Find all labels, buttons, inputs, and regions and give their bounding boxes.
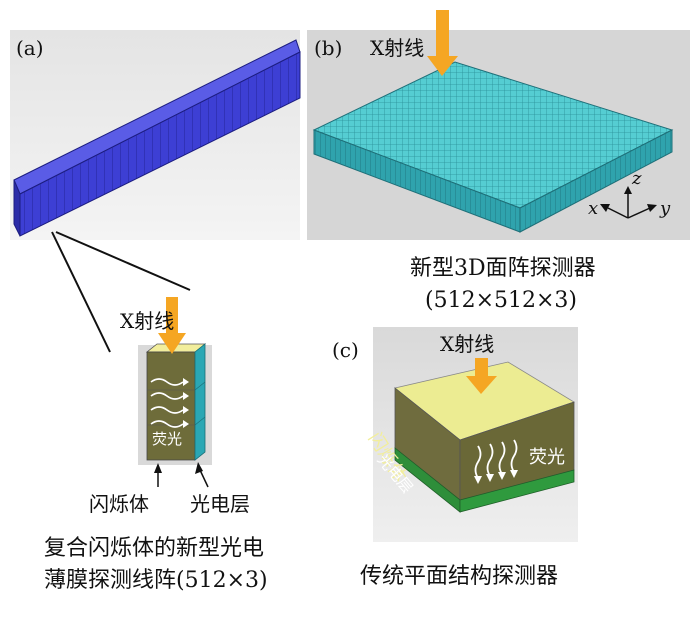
panel-c-label: (c) [332,338,359,362]
panel-b-label: (b) [314,36,343,60]
caption-a-line2: 薄膜探测线阵(512×3) [44,568,268,593]
panel-b [307,10,690,240]
axis-z-label: z [632,168,642,189]
line-array-bar [13,39,301,237]
panel-a [10,30,301,488]
caption-a-line1: 复合闪烁体的新型光电 [44,536,265,561]
caption-c: 传统平面结构探测器 [360,564,559,589]
xray-arrow-b [427,10,458,76]
panel-a-label: (a) [16,36,44,60]
xray-label-b: X射线 [370,36,425,60]
axis-triad [600,186,657,219]
axis-y-label: y [660,198,671,219]
axis-x-label: x [588,198,599,219]
xray-arrow-a [158,297,186,354]
pointer-photoelectric [195,462,209,488]
xray-label-c: X射线 [440,332,495,356]
panel-c [373,327,578,542]
xray-arrow-c [466,358,497,394]
caption-b-line1: 新型3D面阵探测器 [410,256,596,281]
fluorescence-label-c: 荧光 [529,447,565,468]
scintillator-label-a: 闪烁体 [89,492,149,516]
pointer-scintillator [154,463,162,487]
zoom-line-left [51,231,111,353]
xray-label-a: X射线 [120,309,175,333]
zoom-line-right [55,231,191,291]
area-array-detector [312,61,674,233]
planar-detector [394,361,575,513]
fluorescence-label-a: 荧光 [152,430,183,448]
caption-b-line2: (512×512×3) [425,288,578,313]
photoelectric-label-a: 光电层 [190,492,250,516]
